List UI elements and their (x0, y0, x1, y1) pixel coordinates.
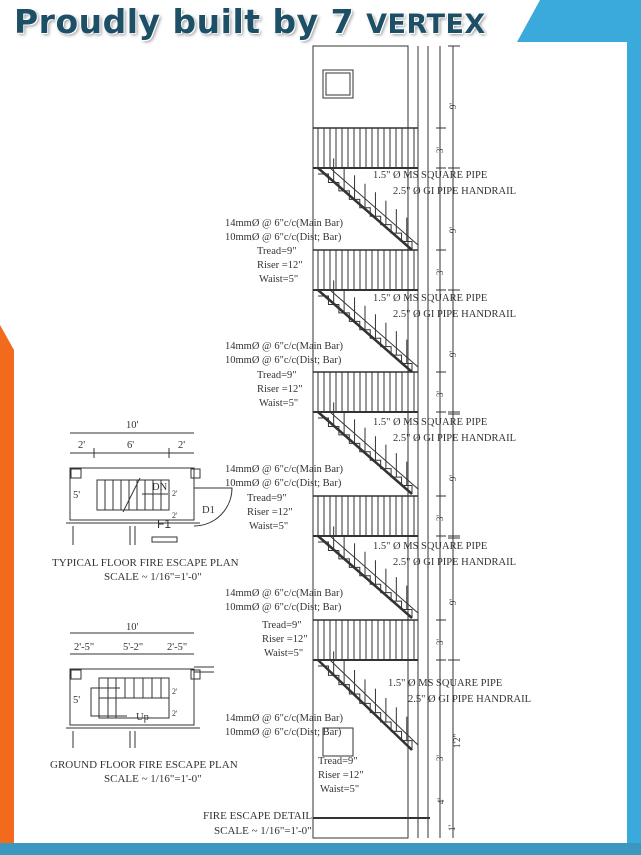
handrail (329, 167, 419, 246)
riser-label: Riser =12" (247, 507, 293, 518)
main-bar-label: 14mmØ @ 6"c/c(Main Bar) (225, 713, 344, 724)
ground-dim-depth: 5' (73, 695, 81, 706)
typical-dim-right: 2' (178, 440, 186, 451)
tread-label: Tread=9" (257, 246, 297, 257)
stair-steps (318, 295, 413, 372)
waist-label: Waist=5" (320, 784, 360, 795)
ms-square-pipe-label: 1.5" Ø MS SQUARE PIPE (373, 170, 488, 181)
typical-dim-left: 2' (78, 440, 86, 451)
handrail (329, 411, 419, 490)
gi-handrail-label: 2.5" Ø GI PIPE HANDRAIL (408, 694, 531, 705)
handrail (329, 659, 419, 746)
typical-dim-half1: 2' (172, 489, 178, 498)
main-bar-label: 14mmØ @ 6"c/c(Main Bar) (225, 588, 344, 599)
waist-label: Waist=5" (249, 521, 289, 532)
bottom-blue-band (0, 843, 641, 855)
stair-steps (318, 417, 413, 494)
typical-floor-plan (66, 432, 233, 545)
slide-title: Proudly built by 7 VERTEX (14, 2, 486, 41)
tread-label: Tread=9" (318, 756, 358, 767)
floor-height-dim: 9' (448, 598, 459, 606)
riser-label: Riser =12" (318, 770, 364, 781)
typical-plan-scale: SCALE ~ 1/16"=1'-0" (104, 571, 202, 583)
dist-bar-label: 10mmØ @ 6"c/c(Dist; Bar) (225, 355, 342, 366)
elevation-tower (312, 45, 460, 839)
typical-dim-overall: 10' (126, 420, 139, 431)
waist-label: Waist=5" (259, 274, 299, 285)
ground-dim-left: 2'-5" (74, 642, 95, 653)
gi-handrail-label: 2.5" Ø GI PIPE HANDRAIL (393, 433, 516, 444)
rail-height-dim: 3' (435, 390, 446, 398)
top-right-blue-band (517, 0, 641, 855)
ground-dim-right: 2'-5" (167, 642, 188, 653)
gi-handrail-label: 2.5" Ø GI PIPE HANDRAIL (393, 309, 516, 320)
dist-bar-label: 10mmØ @ 6"c/c(Dist; Bar) (225, 232, 342, 243)
total-rail-dim: 1'2" (452, 733, 463, 749)
floor-height-dim: 9' (448, 102, 459, 110)
ms-square-pipe-label: 1.5" Ø MS SQUARE PIPE (388, 678, 503, 689)
waist-label: Waist=5" (264, 648, 304, 659)
flight-label: F1 (157, 517, 172, 531)
riser-label: Riser =12" (262, 634, 308, 645)
tread-label: Tread=9" (257, 370, 297, 381)
rail-height-dim: 3' (435, 268, 446, 276)
stair-steps (318, 665, 413, 750)
tread-label: Tread=9" (247, 493, 287, 504)
typical-dim-half2: 2' (172, 511, 178, 520)
elevation-scale: SCALE ~ 1/16"=1'-0" (214, 825, 312, 837)
ms-square-pipe-label: 1.5" Ø MS SQUARE PIPE (373, 417, 488, 428)
typical-dim-depth: 5' (73, 490, 81, 501)
ground-floor-plan (66, 632, 214, 748)
bottom-dim: 4' (436, 797, 447, 805)
gi-handrail-label: 2.5" Ø GI PIPE HANDRAIL (393, 186, 516, 197)
main-bar-label: 14mmØ @ 6"c/c(Main Bar) (225, 218, 344, 229)
ms-square-pipe-label: 1.5" Ø MS SQUARE PIPE (373, 293, 488, 304)
ground-dim-overall: 10' (126, 622, 139, 633)
up-label: Up (136, 712, 149, 723)
stair-steps (318, 173, 413, 250)
dist-bar-label: 10mmØ @ 6"c/c(Dist; Bar) (225, 478, 342, 489)
door-label: D1 (202, 505, 215, 516)
ground-plan-scale: SCALE ~ 1/16"=1'-0" (104, 773, 202, 785)
ground-rail-dim: 3' (435, 754, 446, 762)
ground-plan-caption: GROUND FLOOR FIRE ESCAPE PLAN (50, 759, 238, 771)
rail-height-dim: 3' (435, 514, 446, 522)
ground-dim-middle: 5'-2" (123, 642, 144, 653)
floor-height-dim: 9' (448, 350, 459, 358)
rail-height-dim: 3' (435, 638, 446, 646)
riser-label: Riser =12" (257, 260, 303, 271)
brand-name: VERTEX (366, 9, 486, 40)
handrail (329, 535, 419, 614)
ground-dim-half2: 2' (172, 709, 178, 718)
main-bar-label: 14mmØ @ 6"c/c(Main Bar) (225, 341, 344, 352)
typical-dim-middle: 6' (127, 440, 135, 451)
main-bar-label: 14mmØ @ 6"c/c(Main Bar) (225, 464, 344, 475)
elevation-caption: FIRE ESCAPE DETAIL (203, 810, 313, 822)
handrail (329, 289, 419, 368)
floor-height-dim: 9' (448, 474, 459, 482)
dist-bar-label: 10mmØ @ 6"c/c(Dist; Bar) (225, 727, 342, 738)
typical-plan-caption: TYPICAL FLOOR FIRE ESCAPE PLAN (52, 557, 239, 569)
tread-label: Tread=9" (262, 620, 302, 631)
plinth-dim: 1' (447, 824, 458, 832)
dist-bar-label: 10mmØ @ 6"c/c(Dist; Bar) (225, 602, 342, 613)
rail-height-dim: 3' (435, 146, 446, 154)
ground-dim-half1: 2' (172, 687, 178, 696)
stair-steps (318, 541, 413, 618)
floor-height-dim: 9' (448, 226, 459, 234)
ms-square-pipe-label: 1.5" Ø MS SQUARE PIPE (373, 541, 488, 552)
gi-handrail-label: 2.5" Ø GI PIPE HANDRAIL (393, 557, 516, 568)
left-orange-band (0, 325, 14, 855)
riser-label: Riser =12" (257, 384, 303, 395)
down-label: DN (152, 482, 168, 493)
waist-label: Waist=5" (259, 398, 299, 409)
